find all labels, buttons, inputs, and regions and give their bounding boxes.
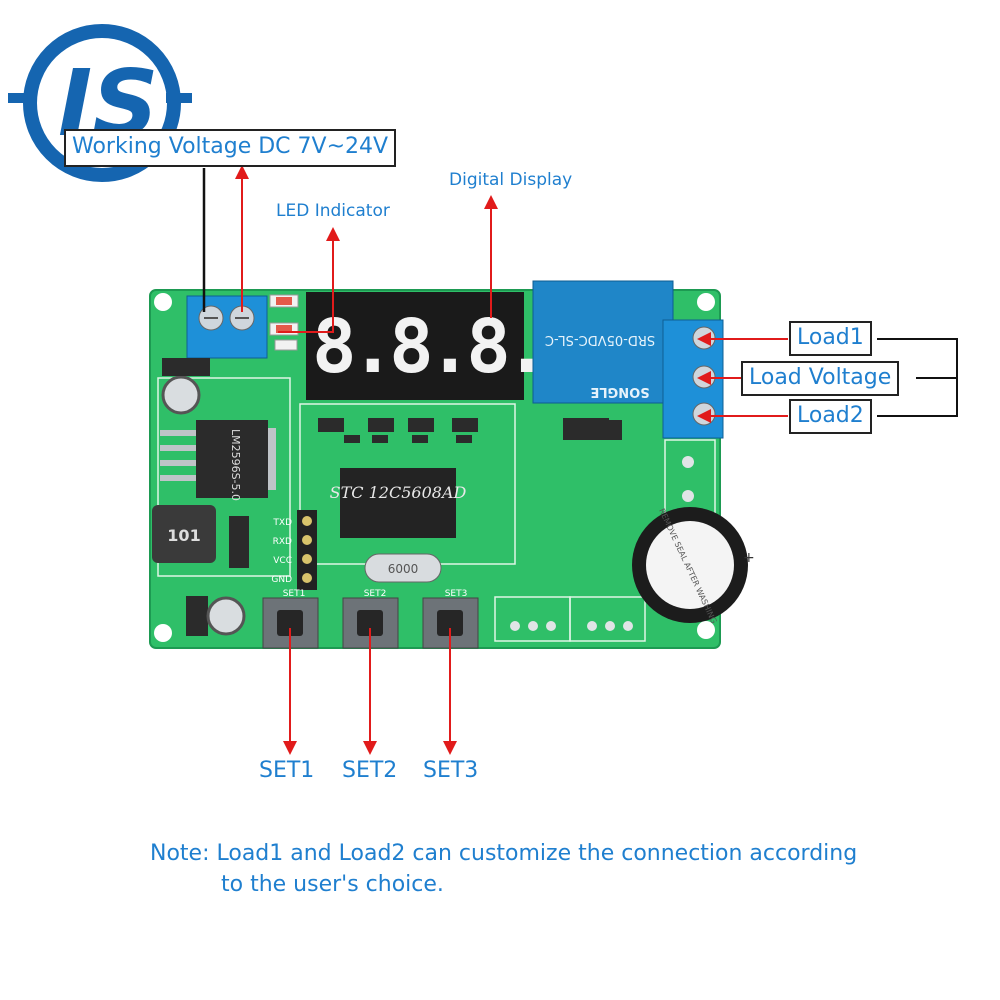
relay: SRD-05VDC-SL-C SONGLE [532,280,674,404]
schottky-diode [229,516,249,568]
note-line1: Note: Load1 and Load2 can customize the … [150,841,858,866]
pads [510,456,694,631]
regulator-text: LM2596S-5.0 [229,429,242,501]
button-set3-silk: SET3 [445,589,468,599]
led-indicators [269,294,299,351]
digital-display-label: Digital Display [449,170,573,190]
led-indicator-label: LED Indicator [276,201,390,221]
diode-d2 [186,596,208,636]
load-voltage-label: Load Voltage [741,361,900,396]
set1-label: SET1 [259,758,315,783]
header-pin-rxd: RXD [273,537,292,547]
svg-text:+: + [743,550,755,566]
transistor-row [318,418,622,443]
header-pin-txd: TXD [272,518,292,528]
header-pin-gnd: GND [271,575,292,585]
note-text: Note: Load1 and Load2 can customize the … [150,838,857,900]
voltage-regulator: LM2596S-5.0 [160,420,276,501]
mcu-text: STC 12C5608AD [330,483,467,502]
buzzer: REMOVE SEAL AFTER WASHING + [632,507,755,625]
capacitor [161,375,201,415]
inductor: 101 [152,505,216,563]
inductor-text: 101 [167,526,200,545]
pcb-board: 8.8.8.8. SRD-05VDC-SL-C SONGLE LM2596S-5… [149,280,755,649]
diode [162,358,210,376]
load2-label: Load2 [789,399,872,434]
crystal-text: 6000 [388,562,419,576]
button-set2-silk: SET2 [364,589,387,599]
load1-label: Load1 [789,321,872,356]
set3-label: SET3 [423,758,479,783]
note-line2: to the user's choice. [221,872,444,897]
power-terminal [186,295,268,359]
capacitor-2 [206,596,246,636]
working-voltage-label: Working Voltage DC 7V~24V [64,129,397,167]
serial-header: TXD RXD VCC GND [271,510,317,590]
crystal: 6000 [364,553,442,583]
set2-label: SET2 [342,758,398,783]
header-pin-vcc: VCC [273,556,292,566]
button-set1-silk: SET1 [283,589,306,599]
relay-brand-text: SONGLE [590,384,649,399]
callout-lines [202,165,958,755]
microcontroller: STC 12C5608AD [330,468,467,538]
relay-model-text: SRD-05VDC-SL-C [545,332,655,347]
